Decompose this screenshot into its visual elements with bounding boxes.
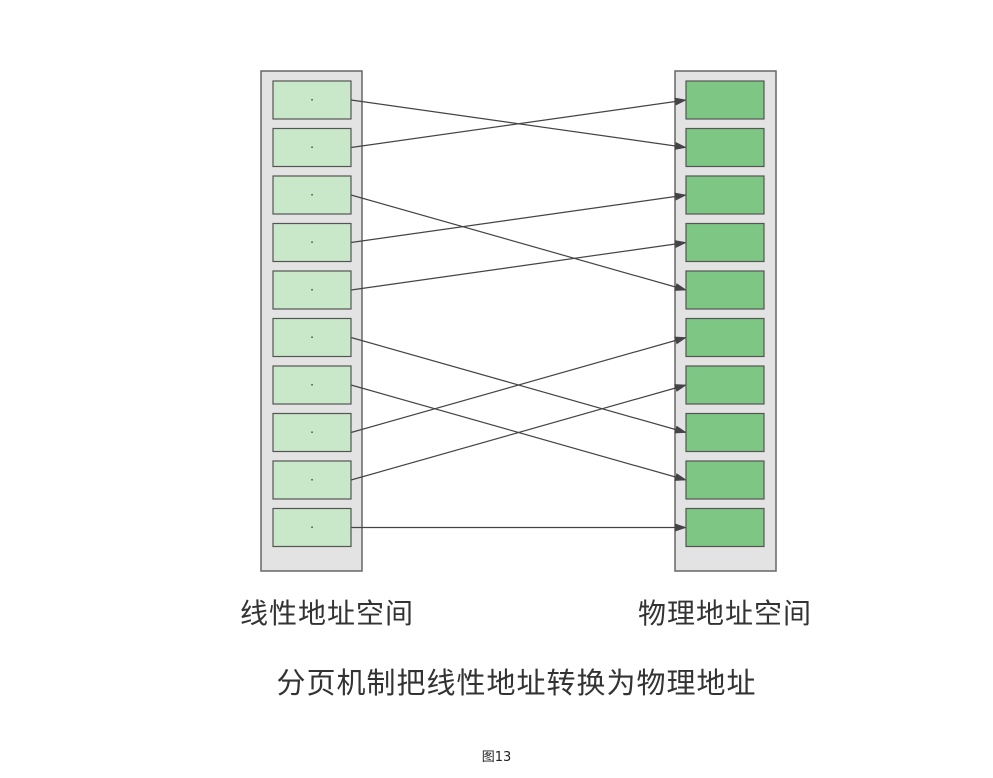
linear-page-mark: ·: [310, 188, 314, 202]
physical-page: [685, 317, 765, 358]
linear-page: ·: [272, 175, 352, 215]
linear-page-mark: ·: [310, 331, 314, 345]
linear-page-mark: ·: [310, 93, 314, 107]
linear-page: ·: [272, 412, 352, 453]
linear-page-mark: ·: [310, 141, 314, 155]
linear-page: ·: [272, 270, 352, 310]
linear-page: ·: [272, 365, 352, 405]
linear-page-box: [272, 507, 352, 548]
linear-page: ·: [272, 317, 352, 358]
linear-page-mark: ·: [310, 236, 314, 250]
linear-pages: · · · · · · · · · ·: [272, 80, 352, 548]
physical-page: [685, 270, 765, 310]
linear-page-mark: ·: [310, 521, 314, 535]
physical-page: [685, 222, 765, 263]
linear-page: ·: [272, 460, 352, 500]
linear-page-box: [272, 317, 352, 358]
linear-page: ·: [272, 80, 352, 120]
linear-page: ·: [272, 222, 352, 263]
physical-page: [685, 175, 765, 215]
physical-pages: [685, 80, 765, 548]
diagram-caption: 分页机制把线性地址转换为物理地址: [276, 666, 757, 700]
linear-page: ·: [272, 127, 352, 168]
linear-page-box: [272, 175, 352, 215]
physical-page: [685, 507, 765, 548]
mapping-arrow: [350, 194, 687, 291]
linear-page-box: [272, 270, 352, 310]
linear-page-box: [272, 127, 352, 168]
physical-page: [685, 460, 765, 500]
linear-address-space-label: 线性地址空间: [240, 597, 415, 630]
linear-page-box: [272, 222, 352, 263]
linear-page-box: [272, 460, 352, 500]
linear-page-mark: ·: [310, 473, 314, 487]
figure-number: 图13: [481, 750, 512, 765]
mapping-arrow: [350, 240, 687, 291]
physical-page: [685, 80, 765, 120]
linear-page-box: [272, 365, 352, 405]
linear-page-mark: ·: [310, 426, 314, 440]
linear-page-box: [272, 412, 352, 453]
linear-page-mark: ·: [310, 378, 314, 392]
mapping-arrow: [350, 336, 687, 434]
linear-page-box: [272, 80, 352, 120]
linear-page-mark: ·: [310, 283, 314, 297]
physical-page: [685, 365, 765, 405]
mapping-arrow: [350, 97, 687, 149]
mapping-arrow: [350, 384, 687, 481]
physical-page: [685, 127, 765, 168]
mapping-arrow: [350, 192, 687, 244]
physical-page: [685, 412, 765, 453]
physical-address-space-label: 物理地址空间: [638, 597, 813, 630]
linear-page: ·: [272, 507, 352, 548]
mapping-arrows: [350, 97, 687, 532]
